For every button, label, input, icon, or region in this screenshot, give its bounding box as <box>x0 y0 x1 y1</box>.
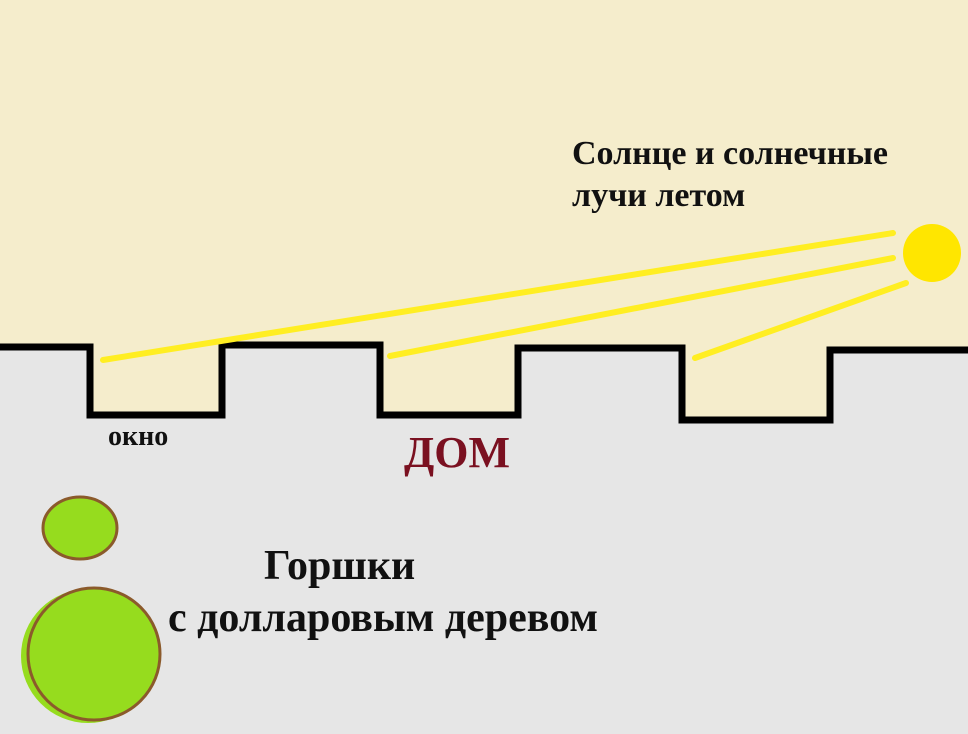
pots-label-line2: с долларовым деревом <box>168 595 598 641</box>
house-interior <box>0 345 968 734</box>
window-label: окно <box>108 421 169 452</box>
pot-large <box>26 586 162 722</box>
sun-ray <box>100 230 896 363</box>
house-wall-outline <box>0 341 968 424</box>
house-label: ДОМ <box>404 428 511 477</box>
sun-label: Солнце и солнечные лучи летом <box>572 133 888 217</box>
pots-label: Горшки с долларовым деревом <box>168 540 598 644</box>
sun-ray <box>387 255 896 359</box>
pot-small <box>41 495 119 561</box>
sun-label-line1: Солнце и солнечные <box>572 135 888 172</box>
sun <box>903 224 961 282</box>
sun-label-line2: лучи летом <box>572 177 746 214</box>
sun-ray <box>692 280 909 361</box>
pots-label-line1: Горшки <box>264 543 416 589</box>
